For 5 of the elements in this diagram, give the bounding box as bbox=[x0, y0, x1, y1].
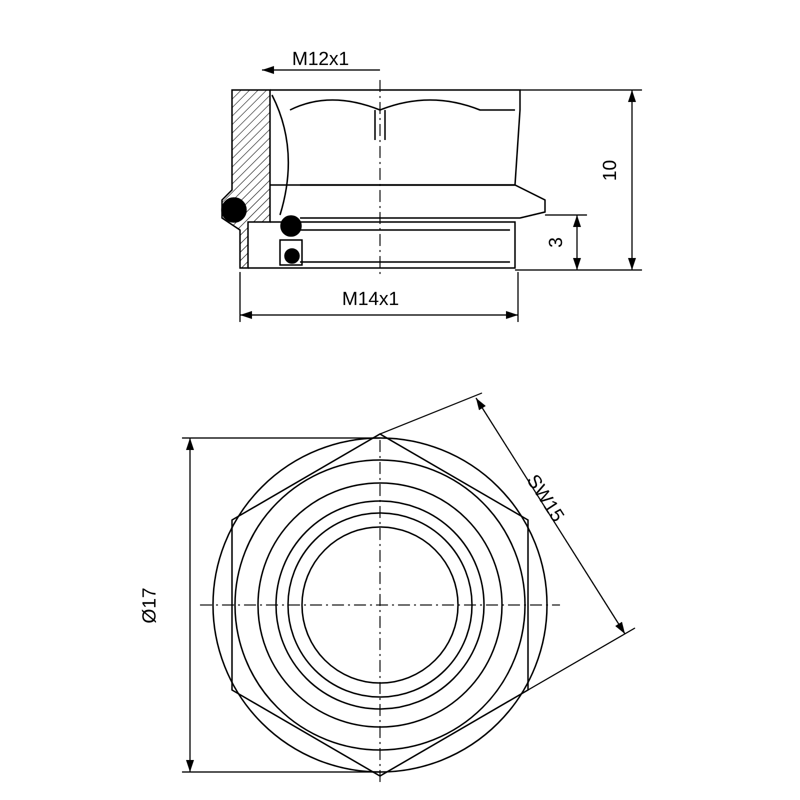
dimension-label: M14x1 bbox=[342, 290, 400, 309]
dimension-label: 3 bbox=[546, 236, 566, 248]
dimension-label: Ø17 bbox=[140, 587, 160, 623]
dimension-label: 10 bbox=[600, 159, 620, 181]
dimension-label: M12x1 bbox=[292, 50, 350, 69]
